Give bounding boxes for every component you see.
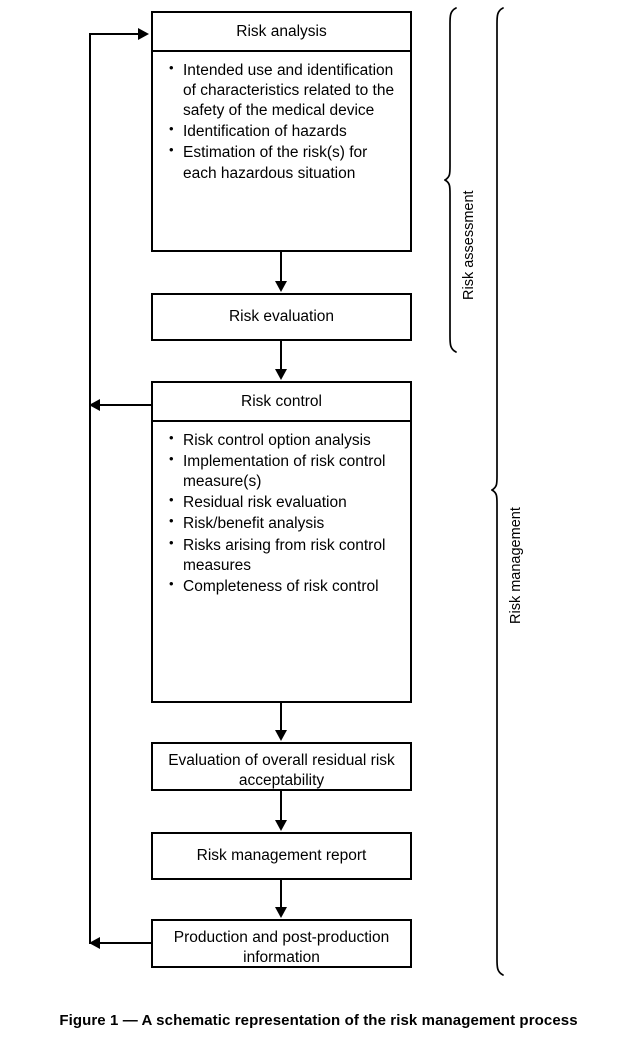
curly-brace-icon (491, 7, 504, 976)
curly-brace-icon (444, 7, 457, 353)
brace-risk-management-label: Risk management (508, 507, 524, 624)
feedback-loop-spine (89, 33, 91, 944)
list-item: Residual risk evaluation (169, 492, 400, 513)
connector-evaluation-to-control (280, 341, 282, 370)
node-production-post-production-title: Production and post-production informati… (173, 929, 390, 966)
node-risk-evaluation-title: Risk evaluation (228, 308, 335, 325)
arrow-down-icon (275, 820, 287, 831)
connector-control-to-feedback (99, 404, 152, 406)
connector-analysis-to-evaluation (280, 252, 282, 282)
node-risk-control-title: Risk control (153, 383, 410, 422)
connector-overall-residual-to-report (280, 791, 282, 821)
connector-control-to-overall-residual (280, 703, 282, 731)
list-item: Implementation of risk control measure(s… (169, 451, 400, 492)
node-risk-control[interactable]: Risk control Risk control option analysi… (151, 381, 412, 703)
node-risk-management-report[interactable]: Risk management report (151, 832, 412, 880)
arrow-down-icon (275, 281, 287, 292)
node-evaluation-overall-residual-title: Evaluation of overall residual risk acce… (168, 752, 395, 789)
arrow-down-icon (275, 730, 287, 741)
brace-risk-assessment: Risk assessment (444, 4, 490, 356)
arrow-down-icon (275, 907, 287, 918)
figure-diagram: Risk analysis Intended use and identific… (0, 0, 637, 1000)
list-item: Completeness of risk control (169, 576, 400, 597)
list-item: Risk control option analysis (169, 430, 400, 451)
node-risk-management-report-title: Risk management report (196, 847, 367, 864)
list-item: Estimation of the risk(s) for each hazar… (169, 142, 400, 183)
node-production-post-production[interactable]: Production and post-production informati… (151, 919, 412, 968)
list-item: Identification of hazards (169, 121, 400, 142)
list-item: Risks arising from risk control measures (169, 535, 400, 576)
node-risk-evaluation[interactable]: Risk evaluation (151, 293, 412, 341)
node-risk-analysis[interactable]: Risk analysis Intended use and identific… (151, 11, 412, 252)
connector-report-to-production (280, 880, 282, 908)
arrow-down-icon (275, 369, 287, 380)
connector-feedback-to-analysis (89, 33, 139, 35)
list-item: Risk/benefit analysis (169, 513, 400, 534)
node-risk-analysis-title: Risk analysis (153, 13, 410, 52)
arrow-left-icon (89, 399, 100, 411)
brace-risk-management: Risk management (491, 4, 537, 981)
connector-production-to-feedback (99, 942, 152, 944)
brace-risk-assessment-label: Risk assessment (461, 190, 477, 300)
node-risk-analysis-body: Intended use and identification of chara… (153, 52, 410, 191)
node-risk-control-body: Risk control option analysis Implementat… (153, 422, 410, 604)
arrow-left-icon (89, 937, 100, 949)
list-item: Intended use and identification of chara… (169, 60, 400, 121)
figure-caption: Figure 1 — A schematic representation of… (59, 1012, 578, 1029)
arrow-right-icon (138, 28, 149, 40)
node-evaluation-overall-residual[interactable]: Evaluation of overall residual risk acce… (151, 742, 412, 791)
